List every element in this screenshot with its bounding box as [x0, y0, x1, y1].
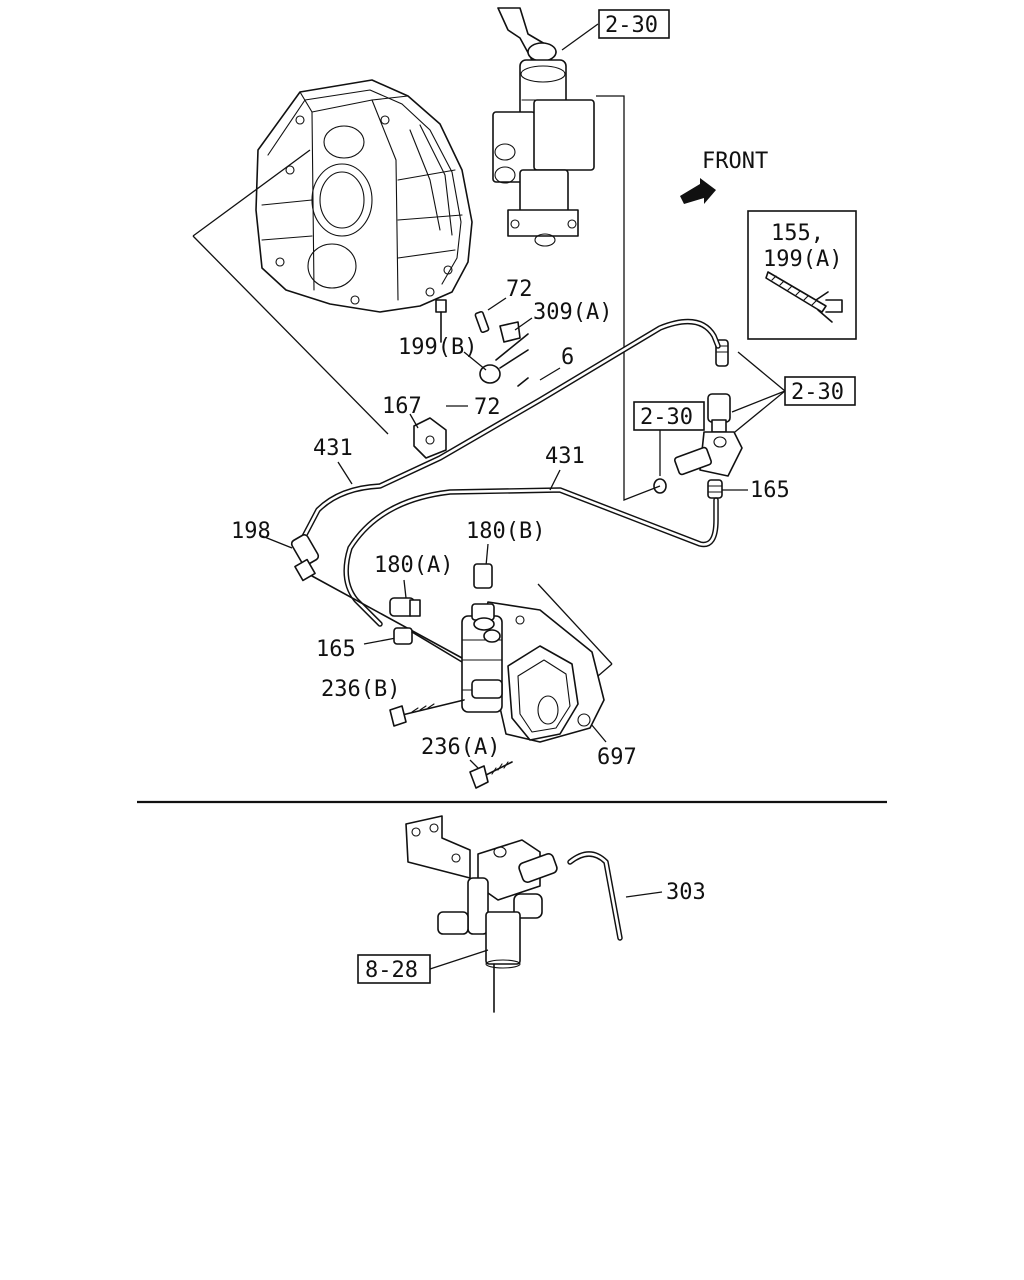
label-431-left: 431 [313, 436, 353, 461]
ref-mid-text: 2-30 [640, 405, 693, 430]
front-direction: FRONT [680, 149, 768, 204]
small-parts-cluster [413, 299, 529, 459]
label-6: 6 [561, 345, 574, 370]
label-199a: 199(A) [763, 247, 842, 272]
label-199b: 199(B) [398, 335, 477, 360]
transmission-housing [192, 79, 473, 435]
ref-box-bottom: 8-28 [357, 949, 489, 984]
label-180a: 180(A) [374, 553, 453, 578]
tube-431-upper [295, 318, 721, 551]
lower-detail-assembly [405, 815, 663, 1013]
label-309a: 309(A) [533, 300, 612, 325]
label-155: 155, [771, 221, 824, 246]
label-72-top: 72 [506, 277, 533, 302]
label-180b: 180(B) [466, 519, 545, 544]
ref-box-mid: 2-30 [633, 401, 705, 476]
label-72-mid: 72 [474, 395, 501, 420]
label-165-right: 165 [750, 478, 790, 503]
shift-valve-assembly [492, 7, 599, 247]
ref-top-text: 2-30 [605, 13, 658, 38]
label-167: 167 [382, 394, 422, 419]
front-arrow-icon [680, 178, 716, 204]
ref-bottom-text: 8-28 [365, 958, 418, 983]
ref-box-right: 2-30 [729, 351, 856, 437]
label-198: 198 [231, 519, 271, 544]
label-236a: 236(A) [421, 735, 500, 760]
ref-box-top: 2-30 [598, 9, 670, 39]
front-label: FRONT [702, 149, 768, 174]
label-165-left: 165 [316, 637, 356, 662]
group-bracket-line [596, 95, 661, 501]
ref-right-text: 2-30 [791, 380, 844, 405]
label-236b: 236(B) [321, 677, 400, 702]
part-labels: 72 309(A) 199(B) 6 167 72 431 431 165 19… [231, 277, 790, 905]
clutch-cylinder-assembly [290, 534, 605, 789]
label-697: 697 [597, 745, 637, 770]
tube-431-lower [343, 487, 719, 627]
label-431-right: 431 [545, 444, 585, 469]
inset-box: 155, 199(A) [747, 210, 857, 340]
label-303: 303 [666, 880, 706, 905]
